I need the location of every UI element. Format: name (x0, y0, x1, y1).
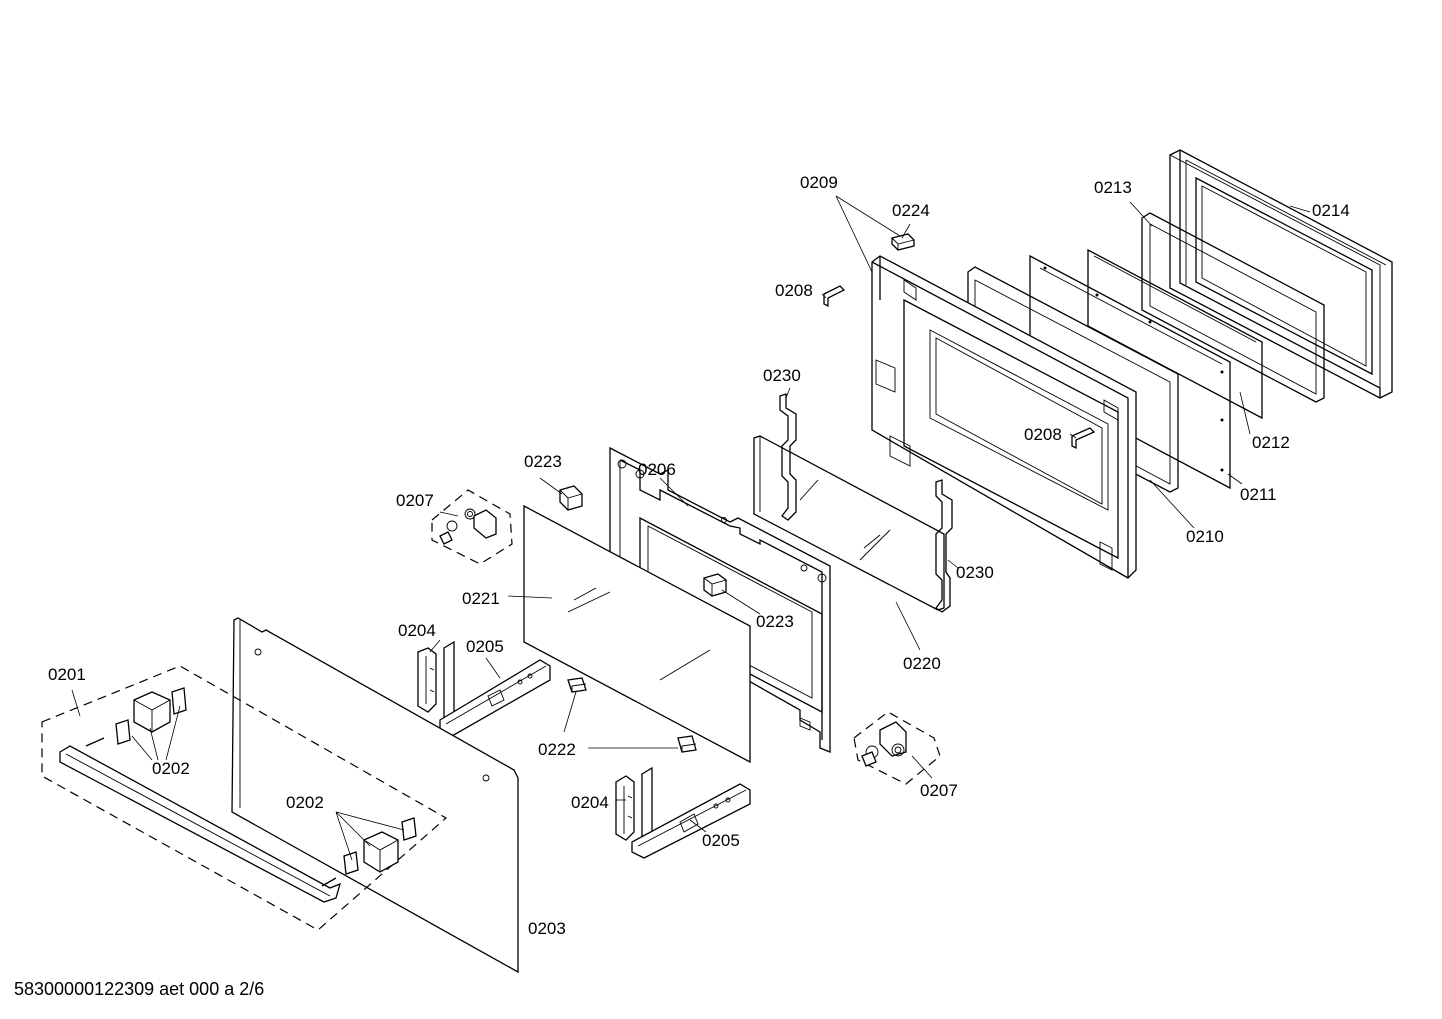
part-0220-glass (753, 435, 945, 611)
label-0202-right: 0202 (286, 793, 324, 812)
part-0204-hinge-lower (615, 766, 653, 850)
label-0204-upper: 0204 (398, 621, 436, 640)
part-0213-gasket (1141, 212, 1325, 403)
part-0212-glass (1087, 248, 1263, 420)
part-0223-clip-frame (703, 573, 727, 597)
part-0208-clip-upper (823, 285, 846, 308)
part-0203-outer-glass (231, 617, 519, 974)
label-0206: 0206 (638, 460, 676, 479)
label-0221: 0221 (462, 589, 500, 608)
drawing-reference-footer: 58300000122309 aet 000 a 2/6 (14, 979, 265, 999)
part-0207-hinge-cap-left (431, 489, 513, 565)
label-0210: 0210 (1186, 527, 1224, 546)
label-0202-left: 0202 (152, 759, 190, 778)
label-0208-upper: 0208 (775, 281, 813, 300)
label-0220: 0220 (903, 654, 941, 673)
label-0205-lower: 0205 (702, 831, 740, 850)
label-0224: 0224 (892, 201, 930, 220)
part-0202-end-cap-right (343, 817, 417, 875)
part-0222-clip-lower (677, 735, 697, 753)
part-0208-clip-lower (1071, 427, 1096, 450)
label-0205-upper: 0205 (466, 637, 504, 656)
part-0214-outer-frame (1169, 149, 1393, 399)
part-labels: 0201 0202 0202 0203 0204 0205 0204 0205 … (48, 173, 1350, 938)
label-0201: 0201 (48, 665, 86, 684)
label-0223-lower: 0223 (756, 612, 794, 631)
part-0204-hinge-upper (417, 640, 455, 722)
label-0223-upper: 0223 (524, 452, 562, 471)
label-0207-left: 0207 (396, 491, 434, 510)
label-0211: 0211 (1240, 485, 1277, 504)
part-0222-clip-upper (567, 677, 587, 693)
part-0224-clip (891, 233, 915, 251)
part-0209-inner-door-frame (871, 255, 1137, 579)
part-0207-hinge-cap-right (853, 711, 941, 785)
leader-lines (71, 195, 1311, 861)
part-0202-end-cap-left (115, 687, 187, 745)
part-0223-clip-upper (559, 485, 583, 511)
part-0201-handle-group (41, 665, 448, 931)
label-0213: 0213 (1094, 178, 1132, 197)
label-0212: 0212 (1252, 433, 1290, 452)
label-0203: 0203 (528, 919, 566, 938)
label-0204-lower: 0204 (571, 793, 609, 812)
label-0209: 0209 (800, 173, 838, 192)
label-0222: 0222 (538, 740, 576, 759)
label-0214: 0214 (1312, 201, 1350, 220)
part-0230-strap-upper (779, 393, 797, 521)
label-0230-upper: 0230 (763, 366, 801, 385)
label-0208-lower: 0208 (1024, 425, 1062, 444)
label-0230-lower: 0230 (956, 563, 994, 582)
label-0207-right: 0207 (920, 781, 958, 800)
